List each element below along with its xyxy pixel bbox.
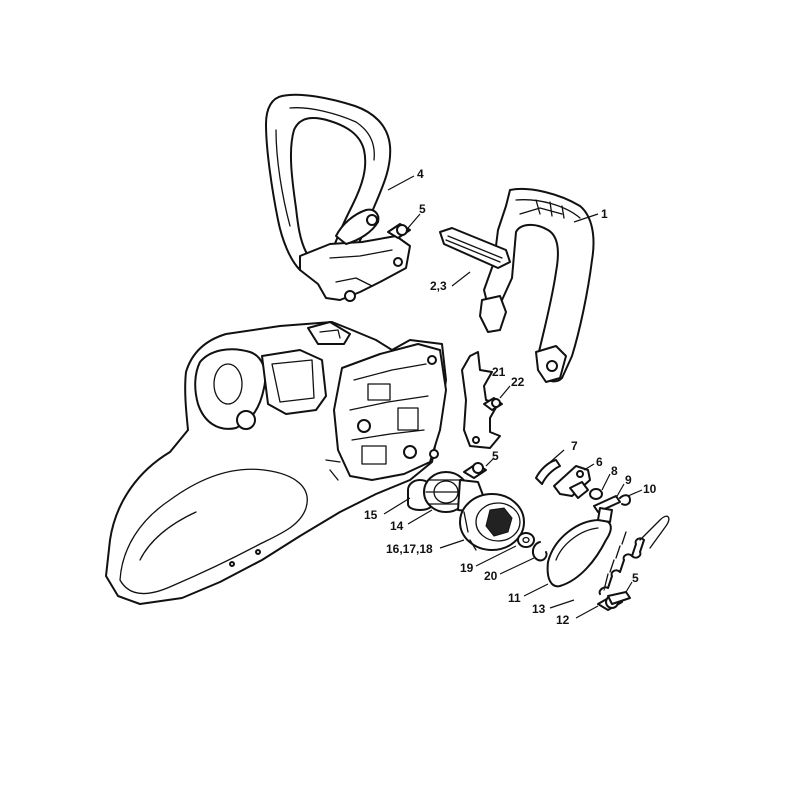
- callout-5-spring: 5: [632, 571, 639, 585]
- callout-5-clutch: 5: [492, 449, 499, 463]
- front-handle-part: [265, 93, 411, 302]
- spring-screw-part: [597, 591, 631, 611]
- catcher-screw-part: [483, 397, 503, 411]
- clutch-drum-part: [459, 493, 525, 551]
- callout-10: 10: [643, 482, 657, 496]
- callout-20: 20: [484, 569, 498, 583]
- callout-21: 21: [492, 365, 506, 379]
- callout-labels: 4 5 1 2,3 21 22 5 7 6 8 9 10 15 14 16,17…: [364, 167, 657, 627]
- leader-lines: [383, 175, 643, 619]
- rubber-pad-part: [439, 227, 511, 269]
- brake-band-part: [546, 507, 613, 588]
- brake-lever-part: [535, 459, 631, 513]
- clutch-screw-part: [463, 462, 487, 479]
- handle-screw-part: [387, 223, 411, 239]
- callout-9: 9: [625, 473, 632, 487]
- callout-16-17-18: 16,17,18: [386, 542, 433, 556]
- callout-1: 1: [601, 207, 608, 221]
- callout-2-3: 2,3: [430, 279, 447, 293]
- e-clip-part: [532, 541, 548, 562]
- callout-22: 22: [511, 375, 525, 389]
- washer-part: [517, 532, 535, 548]
- callout-19: 19: [460, 561, 474, 575]
- callout-6: 6: [596, 455, 603, 469]
- callout-15: 15: [364, 508, 378, 522]
- callout-11: 11: [508, 591, 521, 605]
- callout-12: 12: [556, 613, 570, 627]
- callout-14: 14: [390, 519, 404, 533]
- callout-13: 13: [532, 602, 546, 616]
- callout-5-handle: 5: [419, 202, 426, 216]
- callout-8: 8: [611, 464, 618, 478]
- engine-housing-part: [105, 321, 447, 605]
- hand-guard-part: [479, 188, 595, 383]
- callout-4: 4: [417, 167, 424, 181]
- callout-7: 7: [571, 439, 578, 453]
- tension-spring-part: [598, 515, 670, 595]
